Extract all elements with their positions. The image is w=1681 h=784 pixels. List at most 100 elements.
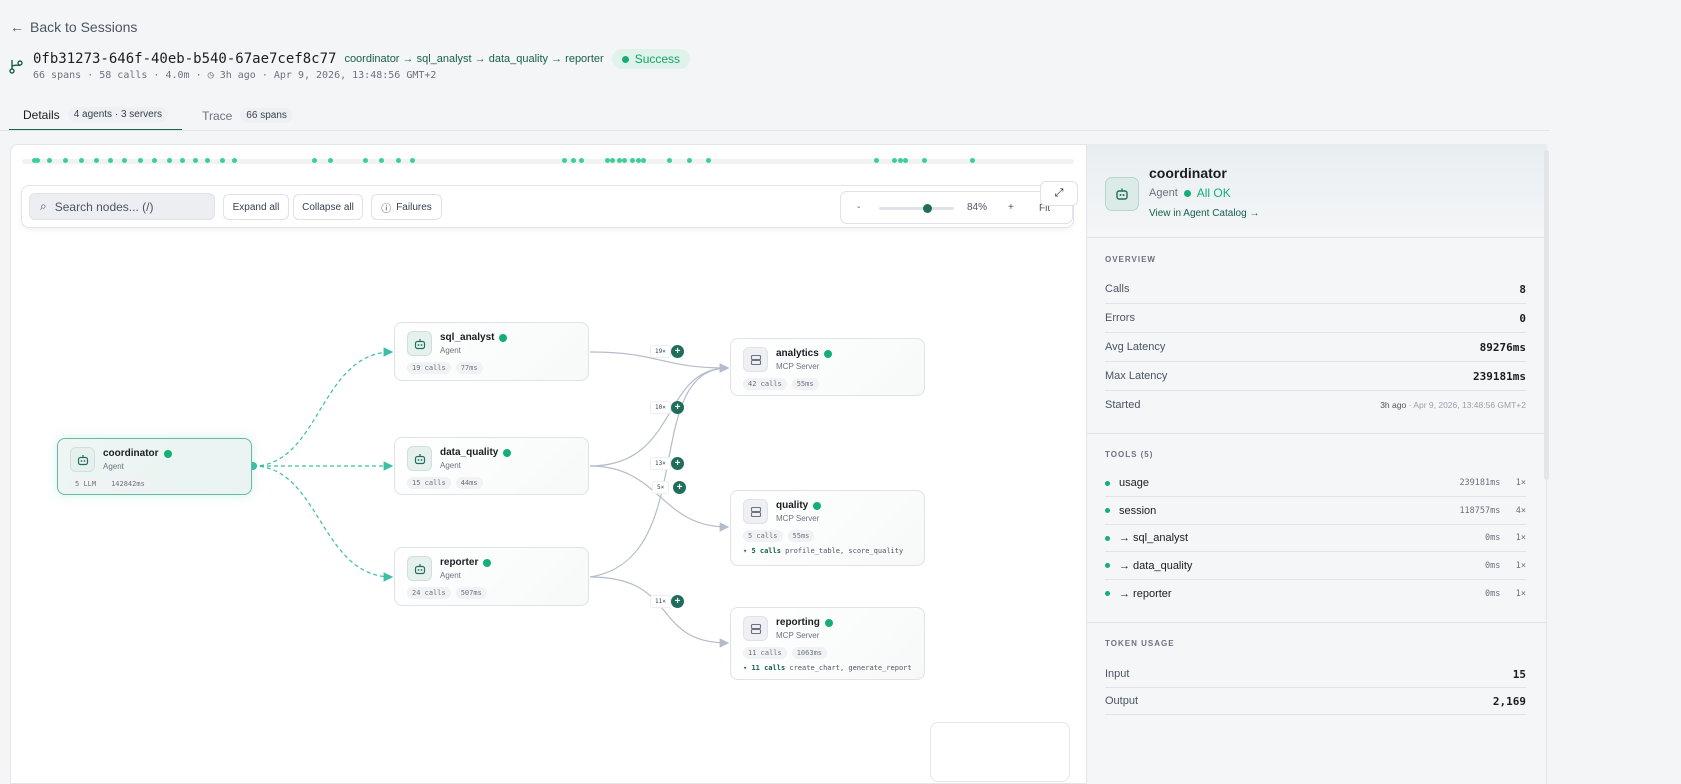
span-marker[interactable] bbox=[94, 158, 99, 163]
span-marker[interactable] bbox=[312, 158, 317, 163]
node-type: Agent bbox=[440, 346, 461, 355]
span-marker[interactable] bbox=[622, 158, 627, 163]
span-marker[interactable] bbox=[193, 158, 198, 163]
zoom-in-button[interactable]: + bbox=[1008, 202, 1014, 213]
span-marker[interactable] bbox=[903, 158, 908, 163]
span-marker[interactable] bbox=[687, 158, 692, 163]
spans-count: 66 spans bbox=[33, 70, 82, 81]
span-marker[interactable] bbox=[571, 158, 576, 163]
panel-status: All OK bbox=[1196, 186, 1231, 200]
fit-button[interactable]: Fit bbox=[1039, 203, 1051, 214]
robot-icon bbox=[407, 556, 432, 581]
span-marker[interactable] bbox=[892, 158, 897, 163]
span-marker[interactable] bbox=[874, 158, 879, 163]
divider bbox=[0, 130, 1550, 131]
expand-edge-plus-icon[interactable]: + bbox=[671, 401, 684, 414]
back-to-sessions-link[interactable]: ←Back to Sessions bbox=[10, 19, 138, 35]
node-tools[interactable]: ▾ 11 calls create_chart, generate_report bbox=[743, 664, 912, 672]
zoom-slider-thumb[interactable] bbox=[922, 204, 932, 213]
span-marker[interactable] bbox=[108, 158, 113, 163]
span-marker[interactable] bbox=[205, 158, 210, 163]
expand-edge-plus-icon[interactable]: + bbox=[671, 345, 684, 358]
span-marker[interactable] bbox=[138, 158, 143, 163]
span-marker[interactable] bbox=[706, 158, 711, 163]
zoom-out-button[interactable]: - bbox=[857, 202, 861, 213]
span-marker[interactable] bbox=[605, 158, 610, 163]
span-marker[interactable] bbox=[636, 158, 641, 163]
expand-edge-plus-icon[interactable]: + bbox=[671, 457, 684, 470]
scrollbar[interactable] bbox=[1544, 150, 1549, 480]
span-marker[interactable] bbox=[922, 158, 927, 163]
span-marker[interactable] bbox=[617, 158, 622, 163]
span-marker[interactable] bbox=[152, 158, 157, 163]
span-marker[interactable] bbox=[232, 158, 237, 163]
span-marker[interactable] bbox=[641, 158, 646, 163]
zoom-slider[interactable] bbox=[879, 204, 954, 213]
session-id: 0fb31273-646f-40eb-b540-67ae7cef8c77 bbox=[33, 51, 337, 67]
status-dot-icon bbox=[499, 333, 508, 342]
minimap[interactable] bbox=[930, 722, 1070, 782]
span-marker[interactable] bbox=[579, 158, 584, 163]
span-marker[interactable] bbox=[180, 158, 185, 163]
span-marker[interactable] bbox=[167, 158, 172, 163]
span-marker[interactable] bbox=[610, 158, 615, 163]
span-marker[interactable] bbox=[562, 158, 567, 163]
node-chip: 24 calls bbox=[407, 587, 451, 599]
status-badge: Success bbox=[611, 49, 691, 69]
span-timeline[interactable] bbox=[22, 158, 1074, 164]
overview-heading: OVERVIEW bbox=[1105, 255, 1156, 264]
node-chip: 19 calls bbox=[407, 362, 451, 374]
span-marker[interactable] bbox=[970, 158, 975, 163]
span-marker[interactable] bbox=[47, 158, 52, 163]
token-usage-heading: TOKEN USAGE bbox=[1105, 639, 1175, 648]
edge-data_quality-analytics bbox=[589, 363, 730, 467]
edge-coordinator-reporter bbox=[252, 465, 394, 582]
span-marker[interactable] bbox=[32, 158, 37, 163]
search-input[interactable]: ⌕Search nodes... (/) bbox=[29, 193, 215, 220]
span-marker[interactable] bbox=[122, 158, 127, 163]
span-marker[interactable] bbox=[410, 158, 415, 163]
status-dot-icon bbox=[1105, 480, 1110, 486]
span-marker[interactable] bbox=[328, 158, 333, 163]
span-marker[interactable] bbox=[220, 158, 225, 163]
span-marker[interactable] bbox=[63, 158, 68, 163]
span-marker[interactable] bbox=[396, 158, 401, 163]
span-marker[interactable] bbox=[667, 158, 672, 163]
expand-all-button[interactable]: Expand all bbox=[223, 194, 289, 220]
span-marker[interactable] bbox=[363, 158, 368, 163]
collapse-all-button[interactable]: Collapse all bbox=[293, 194, 363, 220]
span-marker[interactable] bbox=[35, 158, 40, 163]
span-marker[interactable] bbox=[379, 158, 384, 163]
node-name: analytics bbox=[776, 348, 832, 359]
expand-edge-plus-icon[interactable]: + bbox=[673, 481, 686, 494]
status-dot-icon bbox=[813, 501, 822, 510]
expand-edge-plus-icon[interactable]: + bbox=[671, 595, 684, 608]
node-tools[interactable]: ▾ 5 calls profile_table, score_quality bbox=[743, 547, 904, 555]
span-marker[interactable] bbox=[898, 158, 903, 163]
node-chip: 1063ms bbox=[791, 647, 828, 659]
span-marker[interactable] bbox=[79, 158, 84, 163]
robot-icon bbox=[1105, 177, 1139, 211]
view-in-catalog-link[interactable]: View in Agent Catalog → bbox=[1149, 208, 1260, 219]
span-marker[interactable] bbox=[630, 158, 635, 163]
status-dot-icon bbox=[1183, 189, 1191, 197]
fullscreen-button[interactable]: ⤢ bbox=[1040, 181, 1078, 206]
